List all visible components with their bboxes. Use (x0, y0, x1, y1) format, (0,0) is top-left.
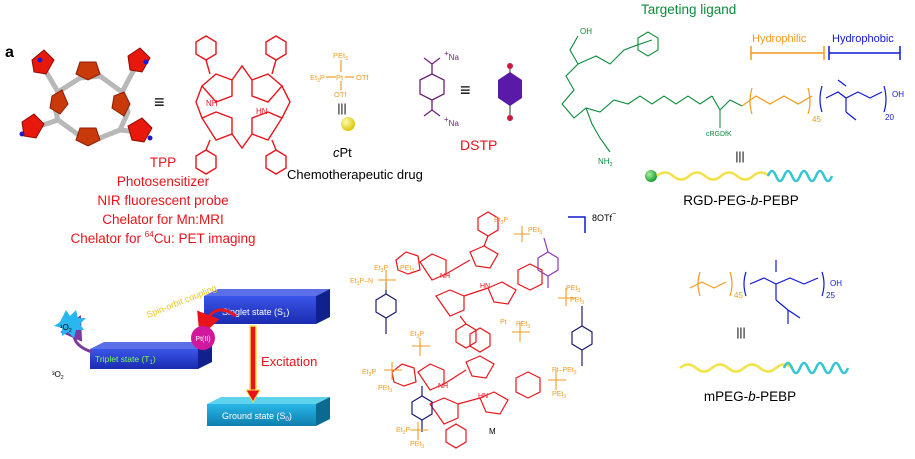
rgd-equiv: ||| (735, 149, 744, 163)
dstp-structure (419, 57, 445, 117)
tpp-caption-pet: Chelator for 64Cu: PET imaging (70, 230, 255, 246)
mpeg-polymer-icon (679, 361, 850, 375)
svg-text:PEt3: PEt3 (516, 321, 530, 330)
svg-text:PEt3: PEt3 (566, 285, 580, 294)
svg-text:PEt3: PEt3 (410, 441, 424, 450)
tpp-caption-line: Photosensitizer (117, 174, 210, 189)
tpp-structure (195, 35, 291, 175)
tpp-nh: NH (206, 99, 218, 108)
mpeg-oh: OH (830, 279, 842, 288)
cpt-et3p: Et3P (310, 73, 325, 84)
rgd-polymer-icon (645, 169, 834, 183)
targeting-ligand-label: Targeting ligand (641, 2, 736, 17)
svg-text:Et3P–N: Et3P–N (350, 278, 373, 287)
tpp-caption-line: TPP (150, 155, 176, 170)
singlet-state-label: Singlet state (S1) (222, 307, 289, 319)
excitation-label: Excitation (261, 354, 317, 369)
cpt-pet3: PEt3 (333, 51, 348, 62)
mpeg-label: mPEG-b-PEBP (704, 389, 796, 404)
rgd-oh: OH (580, 27, 592, 36)
panel-label: a (5, 44, 14, 61)
svg-text:PEt3: PEt3 (400, 265, 414, 274)
triplet-oxygen: ³O2 (52, 370, 64, 381)
tpp-hn: HN (256, 107, 268, 116)
svg-text:Pt–PEt3: Pt–PEt3 (552, 367, 577, 376)
hydrophobic-label: Hydrophobic (832, 33, 894, 45)
svg-text:Pt: Pt (500, 319, 507, 326)
triplet-state-label: Triplet state (T1) (95, 354, 156, 366)
rgd-crgdfk: cRGDfK (706, 131, 732, 138)
hydrophobic-bracket (828, 46, 901, 60)
singlet-oxygen: ¹O2 (60, 323, 72, 334)
dstp-equiv: ≡ (460, 80, 471, 100)
rgd-label: RGD-PEG-b-PEBP (683, 193, 799, 208)
cage-m: M (489, 427, 496, 436)
cpt-structure: PEt3 Et3P Pt OTf OTf (310, 51, 369, 99)
svg-text:PEt3: PEt3 (378, 385, 392, 394)
mpeg-n45: 45 (734, 291, 743, 300)
svg-text:Et3P: Et3P (362, 369, 376, 378)
tpp-equiv: ≡ (154, 92, 165, 112)
cage-otf: 8OTf− (592, 211, 616, 223)
svg-text:PEt3: PEt3 (570, 297, 584, 306)
svg-text:PEt3: PEt3 (528, 227, 542, 236)
pt-ii-label: Pt(II) (195, 336, 210, 343)
ground-state-label: Ground state (S0) (222, 411, 292, 423)
cpt-ball (341, 117, 355, 131)
svg-text:Et3P: Et3P (494, 217, 508, 226)
cage-hn-lower: HN (478, 393, 488, 400)
tpp-caption-line: NIR fluorescent probe (97, 193, 228, 208)
tpp-3d-model (19, 47, 153, 147)
dstp-icon (498, 63, 522, 121)
cpt-otf: OTf (356, 73, 369, 82)
peg-chain (741, 87, 813, 115)
rgd-oh-end: OH (892, 90, 904, 99)
dstp-label: DSTP (460, 137, 497, 153)
mpeg-structure: 45 25 OH (689, 260, 842, 324)
cage-nh-lower: NH (438, 383, 448, 390)
svg-text:Et3P: Et3P (374, 265, 388, 274)
cpt-equiv: ||| (337, 101, 346, 115)
rgd-peptide-structure (561, 31, 743, 153)
svg-text:Et3P: Et3P (396, 427, 410, 436)
jablonski-diagram: Singlet state (S1) Triplet state (T1) Gr… (52, 283, 330, 426)
rgd-n45: 45 (812, 115, 821, 124)
pebp-chain (819, 79, 887, 121)
rgd-n20: 20 (885, 113, 894, 122)
cage-hn: HN (480, 283, 490, 290)
cpt-otf2: OTf (334, 90, 347, 99)
tpp-caption-line: Chelator for Mn:MRI (102, 212, 224, 227)
cpt-pt: Pt (336, 73, 344, 82)
chemo-label: Chemotherapeutic drug (287, 167, 423, 182)
cpt-label: cPt (333, 145, 352, 160)
svg-text:PEt3: PEt3 (552, 391, 566, 400)
mpeg-n25: 25 (826, 291, 835, 300)
rgd-nh2: NH2 (598, 157, 613, 168)
tpp-caption: TPP Photosensitizer NIR fluorescent prob… (70, 155, 255, 246)
hydrophilic-label: Hydrophilic (752, 33, 807, 45)
dstp-na-bot: +Na (444, 115, 459, 128)
svg-text:Et3P: Et3P (410, 331, 424, 340)
mpeg-equiv: ||| (736, 325, 745, 339)
cage-nh: NH (440, 273, 450, 280)
dstp-na-top: +Na (444, 49, 459, 62)
metallacage-structure: Et3P–N Et3P PEt3 Et3P Pt PEt3 PEt3 PEt3 … (350, 211, 616, 450)
hydrophilic-bracket (750, 46, 825, 60)
